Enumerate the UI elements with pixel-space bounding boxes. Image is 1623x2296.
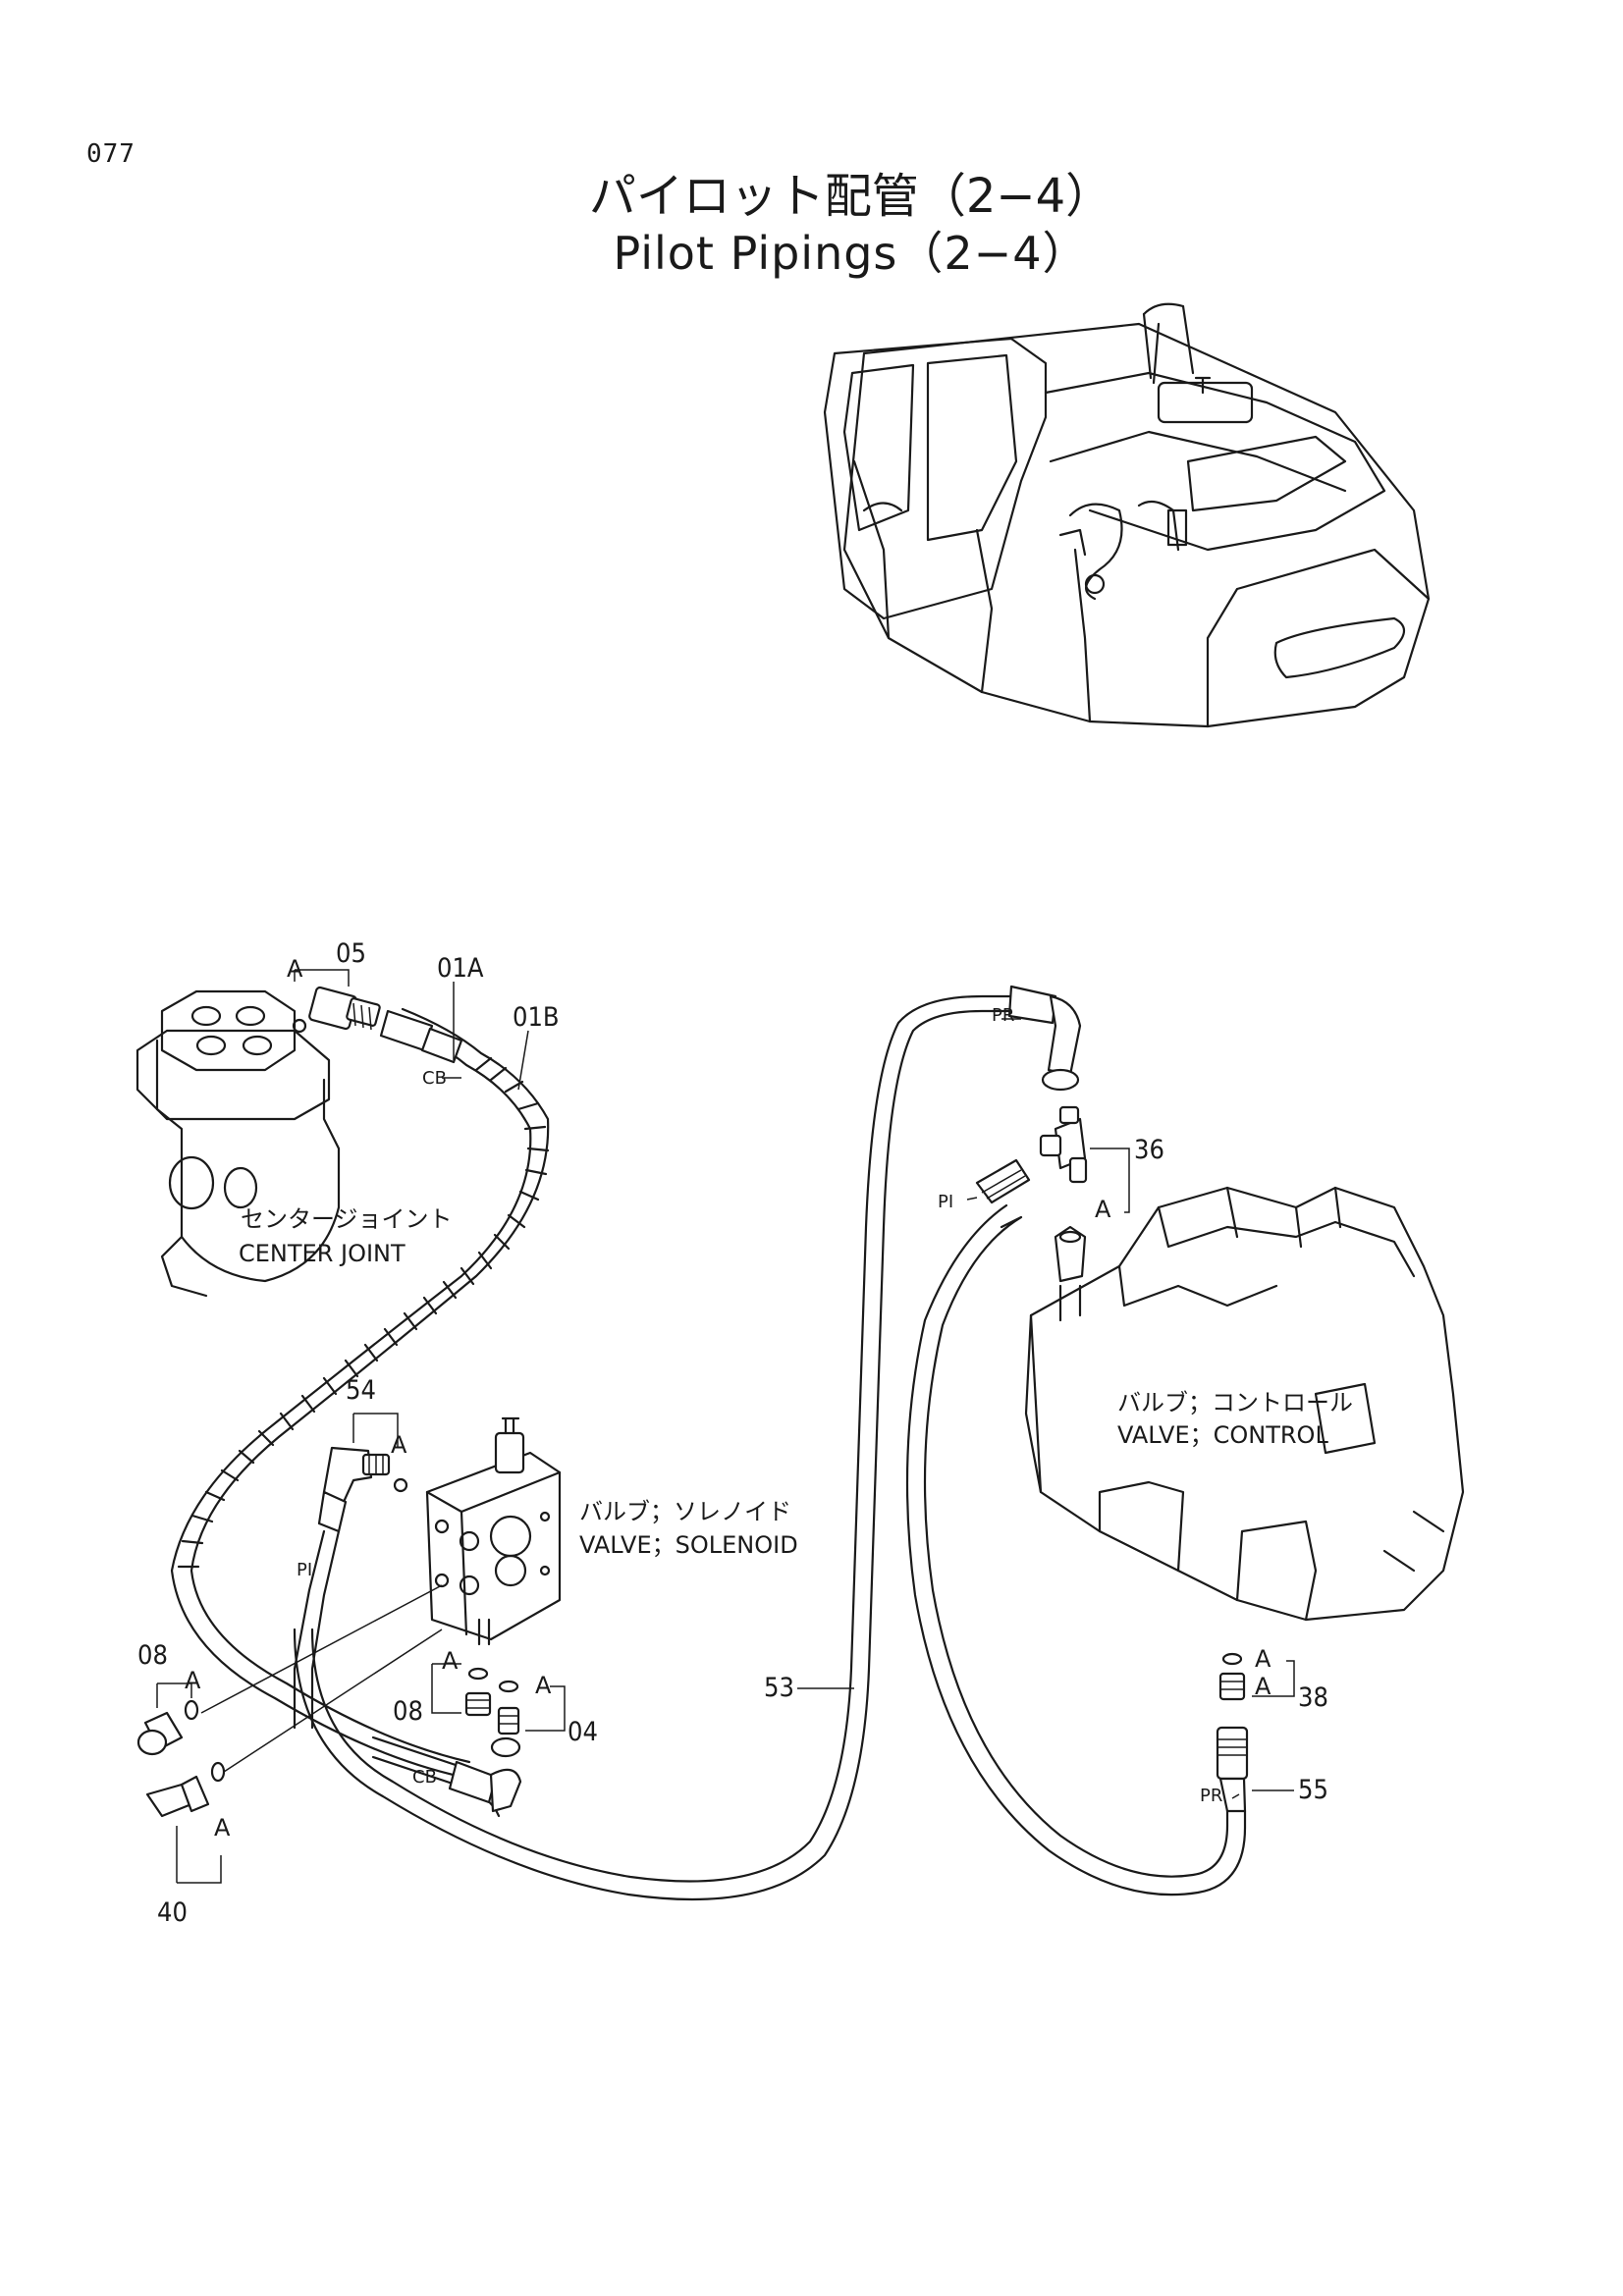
fitting-38-and-pr-end [1216, 1652, 1249, 1813]
hose-end-pi [975, 1158, 1031, 1204]
callout-38: 38 [1298, 1682, 1328, 1713]
label-solenoid-valve-en: VALVE；SOLENOID [579, 1531, 798, 1559]
port-pi-top: PI [938, 1192, 953, 1212]
port-a-04: A [535, 1672, 552, 1699]
port-a-54: A [391, 1431, 407, 1459]
callout-40: 40 [157, 1897, 188, 1928]
title-japanese: パイロット配管（2−4） [588, 169, 1113, 224]
callout-04: 04 [568, 1717, 598, 1747]
port-cb-lower: CB [412, 1767, 437, 1788]
fitting-54-elbow [317, 1446, 408, 1533]
callout-05: 05 [336, 938, 366, 969]
solenoid-valve-body [425, 1416, 562, 1646]
label-center-joint-en: CENTER JOINT [239, 1240, 406, 1267]
control-valve-body [1024, 1186, 1465, 1622]
center-joint-illustration [135, 989, 341, 1298]
port-a-38-upper: A [1255, 1645, 1271, 1673]
port-pr-top: PR [992, 1005, 1014, 1026]
callout-01a: 01A [437, 953, 484, 984]
port-a-08-left: A [185, 1667, 201, 1694]
spiral-guard-marks [177, 1056, 550, 1569]
title-english: Pilot Pipings（2−4） [613, 227, 1089, 280]
label-control-valve-jp: バルブ；コントロール [1117, 1389, 1353, 1416]
fitting-pr-elbow-top [1007, 985, 1082, 1092]
fittings-08-04-small [464, 1667, 520, 1735]
port-a-40: A [214, 1814, 231, 1842]
callout-55: 55 [1298, 1775, 1328, 1805]
page-number: 077 [86, 139, 135, 169]
port-a-08-solenoid: A [442, 1647, 459, 1675]
hose-end-01a [379, 1009, 463, 1064]
port-cb-upper: CB [422, 1068, 447, 1089]
fitting-cb-elbow [448, 1736, 522, 1813]
callout-36: 36 [1134, 1135, 1164, 1165]
port-pi-left: PI [297, 1560, 312, 1580]
callout-08-left: 08 [137, 1640, 168, 1671]
excavator-overview-illustration [823, 302, 1431, 728]
callout-leaders [156, 969, 1295, 1884]
port-a-36: A [1095, 1196, 1111, 1223]
port-a-38-lower: A [1255, 1673, 1271, 1700]
diagram-labels: センタージョイント CENTER JOINT バルブ；ソレノイド VALVE；S… [137, 938, 1353, 1928]
callout-08-solenoid: 08 [393, 1696, 423, 1727]
callout-53: 53 [764, 1673, 794, 1703]
port-a-05: A [287, 955, 303, 983]
callout-01b: 01B [513, 1002, 560, 1033]
fitting-05-elbow [292, 986, 381, 1034]
fitting-40-elbow [145, 1761, 226, 1818]
fitting-36-tee [1039, 1105, 1088, 1184]
port-pr-bottom: PR [1200, 1786, 1222, 1806]
label-control-valve-en: VALVE；CONTROL [1117, 1421, 1328, 1449]
label-solenoid-valve-jp: バルブ；ソレノイド [579, 1498, 791, 1525]
label-center-joint-jp: センタージョイント [241, 1205, 453, 1233]
port-leaders [442, 1018, 1240, 1799]
callout-54: 54 [346, 1375, 376, 1406]
plug-08-left [136, 1699, 199, 1756]
